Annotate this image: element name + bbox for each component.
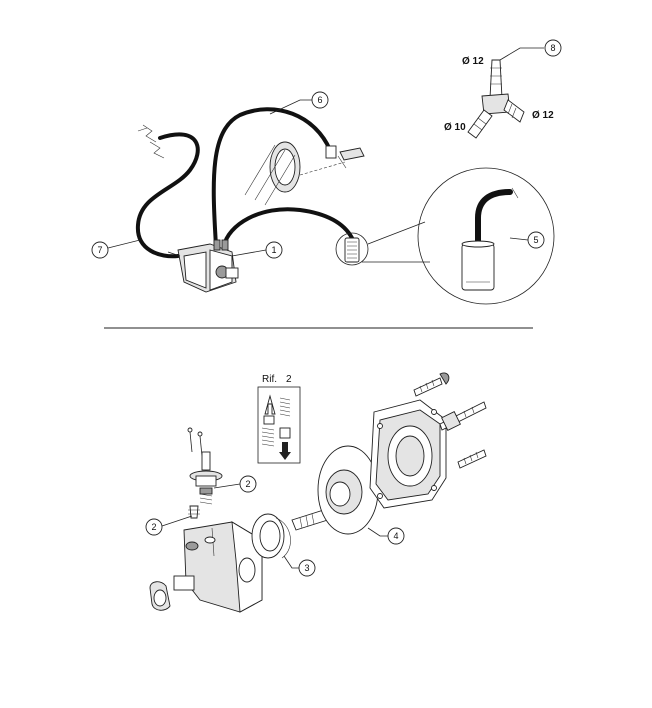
housing-bolts [413,372,487,469]
callout-5: 5 [527,231,545,249]
reference-label: Rif. [262,374,277,385]
dimension-top: Ø 12 [462,56,484,67]
delivery-hose [211,107,354,248]
callout-2-lower: 2 [145,518,163,536]
pump-body [167,239,239,293]
svg-text:2: 2 [151,522,156,532]
o-ring [251,513,291,559]
dimension-right: Ø 12 [532,110,554,121]
callout-4: 4 [387,527,405,545]
injection-fitting [244,141,365,206]
lower-valve [188,505,200,519]
callout-2-upper: 2 [239,475,257,493]
callout-3: 3 [298,559,316,577]
reference-number: 2 [286,374,292,385]
detail-zoom [362,167,555,305]
dimension-left: Ø 10 [444,122,466,133]
pump-head [149,521,263,613]
top-assembly [135,59,555,305]
valve-screws [187,427,203,457]
svg-text:5: 5 [533,235,538,245]
bottom-assembly [149,372,487,613]
upper-valve [189,451,223,505]
callout-6: 6 [311,91,329,109]
diaphragm [317,445,379,535]
leader-lines [107,47,544,569]
reference-box [257,386,301,464]
svg-text:1: 1 [271,245,276,255]
svg-text:4: 4 [393,531,398,541]
flange-housing [369,399,447,509]
callout-1: 1 [265,241,283,259]
t-fitting [467,59,525,139]
foot-filter [335,232,369,266]
svg-text:8: 8 [550,43,555,53]
svg-text:7: 7 [97,245,102,255]
svg-text:2: 2 [245,479,250,489]
suction-hose [135,124,200,259]
svg-text:6: 6 [317,95,322,105]
callout-7: 7 [91,241,109,259]
callout-8: 8 [544,39,562,57]
svg-text:3: 3 [304,563,309,573]
